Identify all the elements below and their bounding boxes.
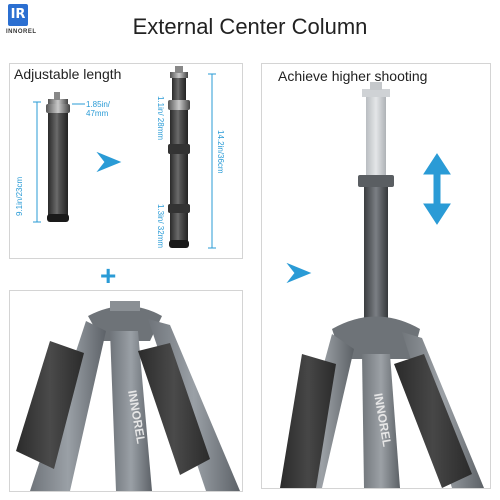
tripod-legs-photo: INNOREL [16, 301, 240, 491]
short-column [46, 92, 70, 222]
extended-tripod-illustration: INNOREL [280, 82, 484, 488]
lower-section-dimension: 1.3in/ 32mm [156, 204, 165, 249]
plus-icon: + [100, 260, 117, 291]
higher-shooting-label: Achieve higher shooting [278, 68, 428, 84]
adjustable-length-label: Adjustable length [14, 66, 122, 82]
upper-section-dimension: 1.1in/ 28mm [156, 96, 165, 141]
higher-shooting-panel: Achieve higher shooting [261, 63, 491, 489]
page-title: External Center Column [132, 14, 368, 39]
extended-column [168, 66, 190, 248]
brand-logo: IR INNOREL [6, 4, 44, 42]
tripod-legs-panel: INNOREL [9, 290, 243, 492]
center-column-comparison-illustration [33, 66, 216, 249]
arrow-right-icon [286, 262, 312, 284]
adjustable-length-panel: Adjustable length [9, 63, 243, 259]
full-length-dimension: 14.2in/36cm [216, 130, 225, 174]
short-length-dimension: 9.1in/23cm [15, 176, 24, 216]
double-arrow-vertical-icon [423, 153, 451, 225]
logo-mark: IR [8, 4, 28, 26]
arrow-right-icon [96, 151, 122, 173]
logo-text: INNOREL [6, 29, 37, 35]
top-plate-dimension: 1.85in/ 47mm [86, 100, 111, 118]
